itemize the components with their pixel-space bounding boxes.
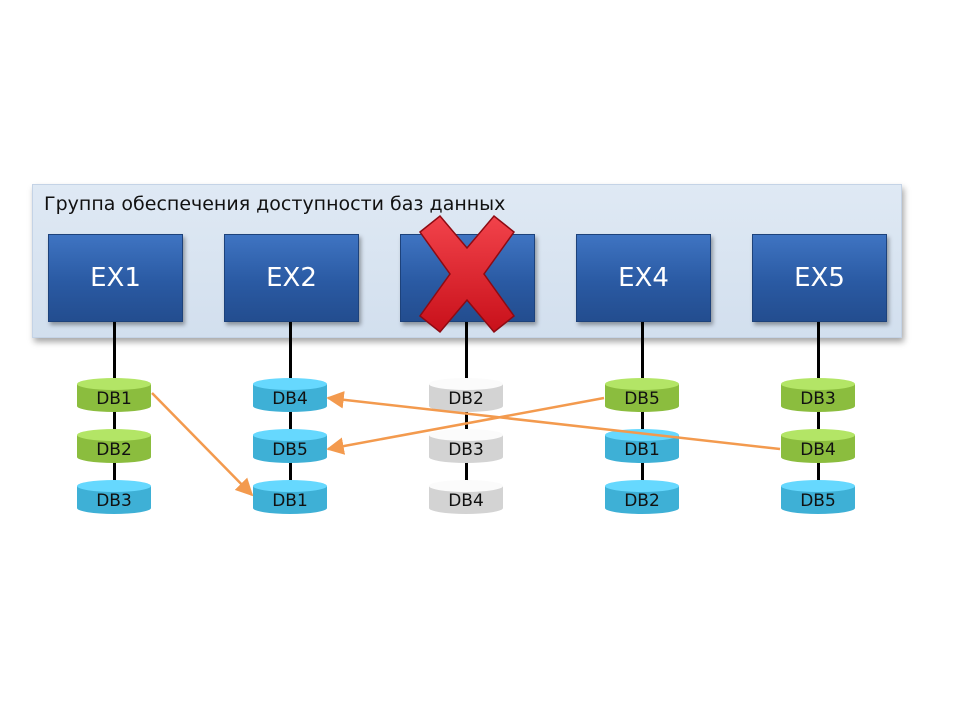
database-ex4-db5: DB5 — [605, 378, 679, 412]
database-label: DB5 — [624, 389, 660, 409]
database-ex1-db3: DB3 — [77, 480, 151, 514]
database-ex1-db2: DB2 — [77, 429, 151, 463]
database-label: DB3 — [448, 440, 484, 460]
database-ex3-db3: DB3 — [429, 429, 503, 463]
database-cylinder-icon — [253, 480, 327, 514]
failover-arrow-1 — [151, 392, 254, 497]
database-label: DB4 — [272, 389, 308, 409]
failover-arrow-2 — [326, 396, 605, 455]
database-ex5-db4: DB4 — [781, 429, 855, 463]
database-ex2-db4: DB4 — [253, 378, 327, 412]
database-ex2-db1: DB1 — [253, 480, 327, 514]
database-label: DB4 — [800, 440, 836, 460]
database-label: DB5 — [272, 440, 308, 460]
database-ex5-db3: DB3 — [781, 378, 855, 412]
server-connector-ex2 — [289, 320, 292, 507]
database-cylinder-icon — [781, 480, 855, 514]
database-label: DB1 — [272, 491, 308, 511]
database-cylinder-icon — [429, 429, 503, 463]
database-cylinder-icon — [429, 378, 503, 412]
server-connector-ex4 — [641, 320, 644, 507]
server-ex5: EX5 — [752, 234, 887, 322]
database-cylinder-icon — [253, 429, 327, 463]
database-cylinder-icon — [781, 429, 855, 463]
database-label: DB1 — [96, 389, 132, 409]
database-cylinder-icon — [781, 378, 855, 412]
server-connector-ex5 — [817, 320, 820, 507]
database-label: DB2 — [448, 389, 484, 409]
server-label: EX4 — [618, 263, 669, 293]
database-ex2-db5: DB5 — [253, 429, 327, 463]
database-label: DB2 — [96, 440, 132, 460]
database-cylinder-icon — [77, 429, 151, 463]
database-ex5-db5: DB5 — [781, 480, 855, 514]
database-cylinder-icon — [77, 480, 151, 514]
database-label: DB5 — [800, 491, 836, 511]
failed-server-x-icon — [418, 214, 516, 334]
database-ex3-db2: DB2 — [429, 378, 503, 412]
failover-arrow-3 — [326, 391, 781, 451]
server-ex1: EX1 — [48, 234, 183, 322]
database-cylinder-icon — [429, 480, 503, 514]
database-cylinder-icon — [605, 480, 679, 514]
database-label: DB3 — [96, 491, 132, 511]
server-label: EX5 — [794, 263, 845, 293]
server-ex2: EX2 — [224, 234, 359, 322]
server-ex4: EX4 — [576, 234, 711, 322]
server-connector-ex1 — [113, 320, 116, 507]
database-label: DB3 — [800, 389, 836, 409]
database-label: DB4 — [448, 491, 484, 511]
database-ex4-db2: DB2 — [605, 480, 679, 514]
server-label: EX1 — [90, 263, 141, 293]
dag-title: Группа обеспечения доступности баз данны… — [44, 193, 506, 215]
server-label: EX2 — [266, 263, 317, 293]
database-cylinder-icon — [77, 378, 151, 412]
database-label: DB1 — [624, 440, 660, 460]
database-ex1-db1: DB1 — [77, 378, 151, 412]
database-ex3-db4: DB4 — [429, 480, 503, 514]
database-cylinder-icon — [253, 378, 327, 412]
database-label: DB2 — [624, 491, 660, 511]
database-cylinder-icon — [605, 378, 679, 412]
